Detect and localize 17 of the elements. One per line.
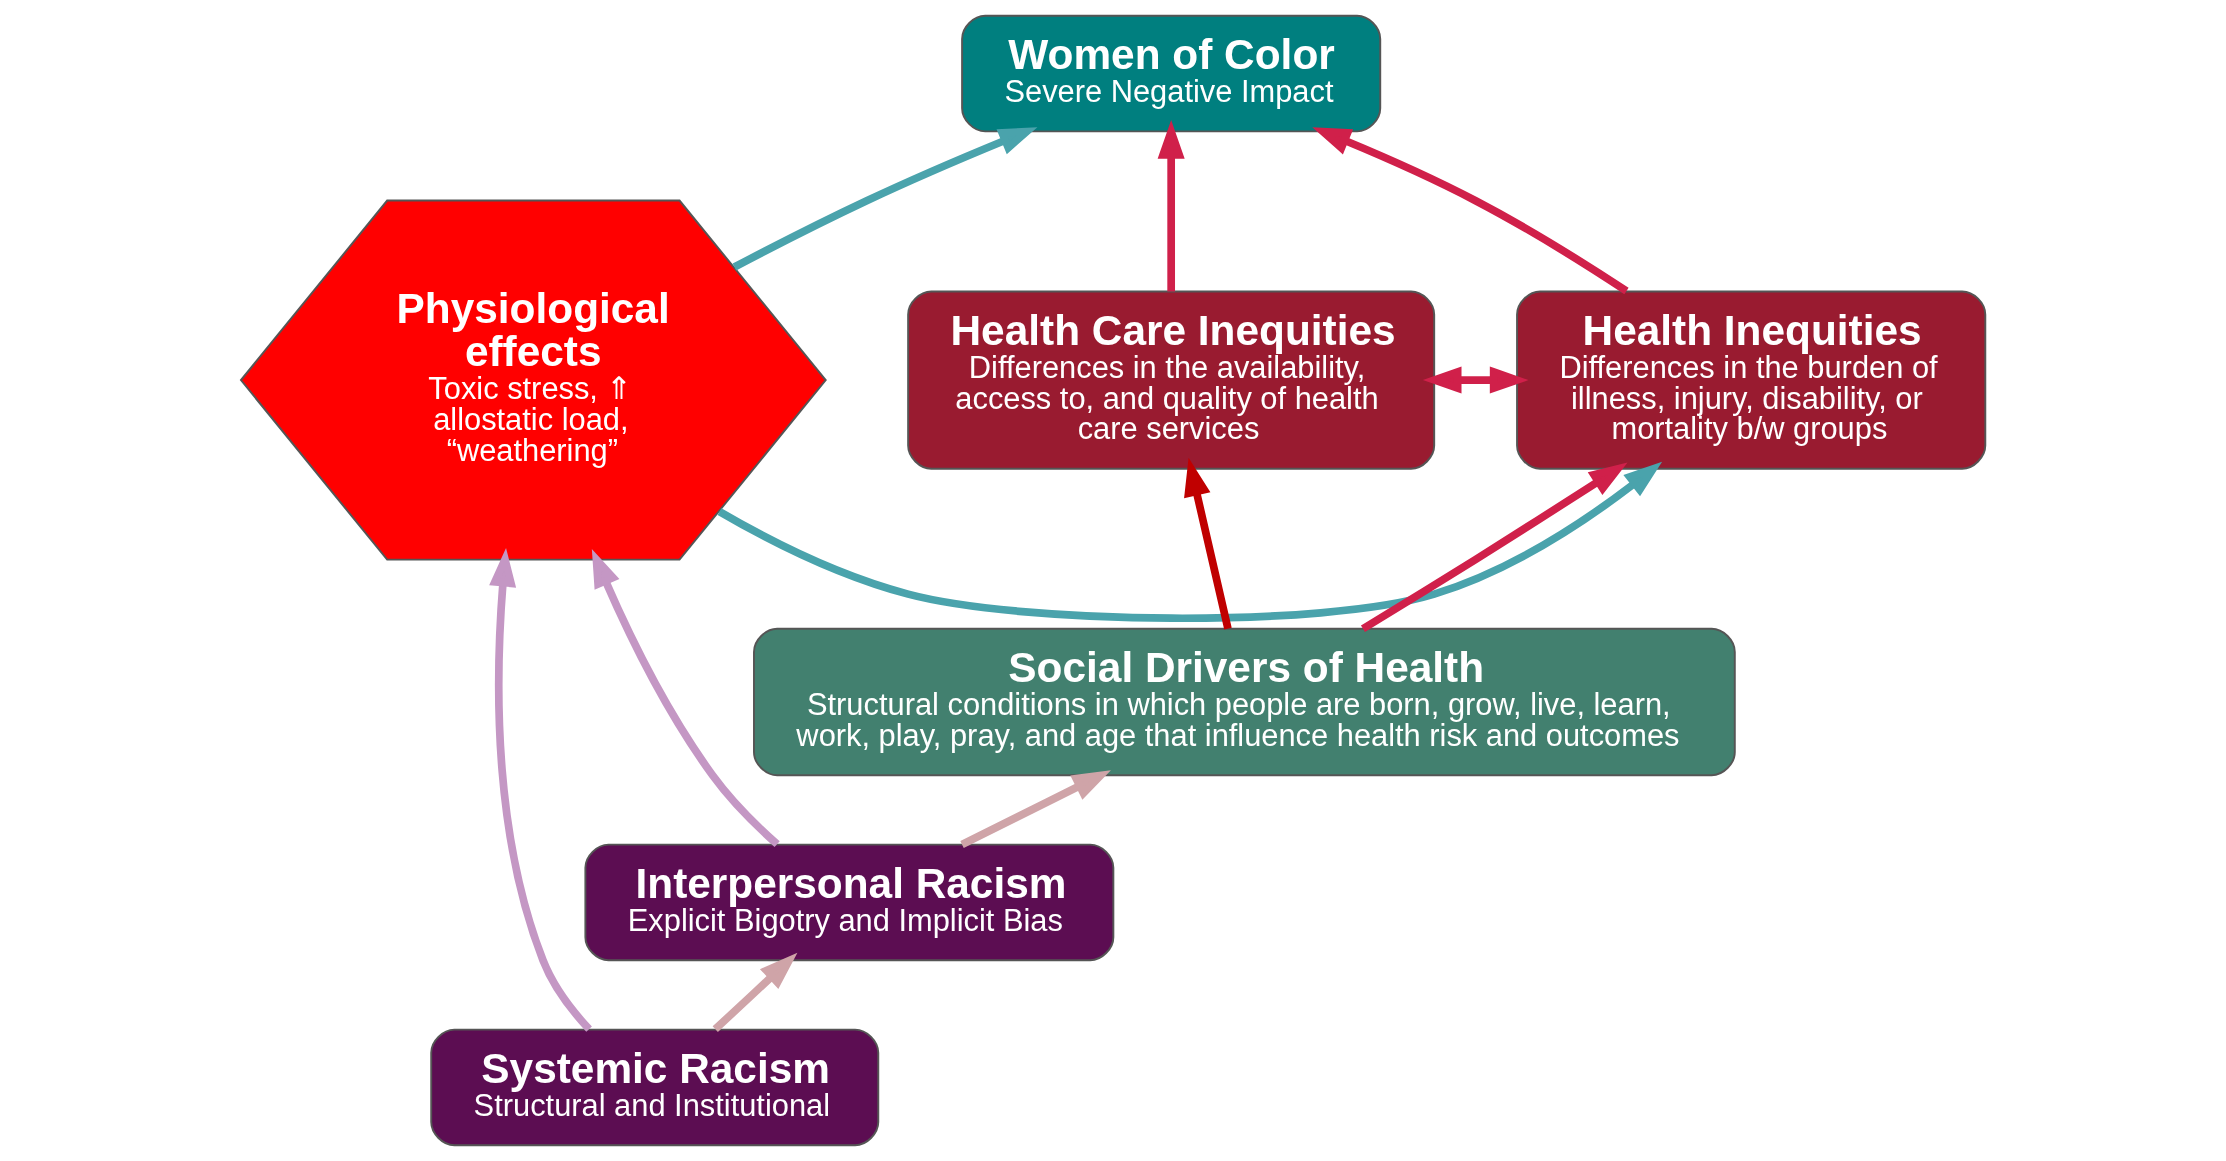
arrow	[1422, 366, 1529, 394]
arrow	[732, 127, 1038, 271]
arrow	[960, 770, 1111, 848]
arrow	[1360, 462, 1628, 633]
arrow	[1184, 457, 1232, 630]
node-box: Interpersonal Racism Explicit Bigotry and Implicit Bias	[584, 843, 1115, 962]
arrow	[1157, 120, 1185, 292]
arrow	[712, 952, 798, 1032]
node-box: Health Care Inequities Differences in the availability, access to, and quality of health care services	[907, 290, 1436, 470]
arrow	[489, 547, 592, 1032]
arrow	[591, 548, 780, 848]
node-box: Women of Color Severe Negative Impact	[961, 14, 1382, 133]
arrow	[1312, 127, 1629, 295]
node-box: Social Drivers of Health Structural conditions in which people are born, grow, live, learn, work, play, pray, and age that influence health risk and outcomes	[753, 627, 1736, 777]
node-box: Health Inequities Differences in the burden of illness, injury, disability, or mortality b/w groups	[1516, 290, 1987, 470]
arrow	[717, 461, 1663, 622]
node-box: Systemic Racism Structural and Institutional	[430, 1028, 880, 1147]
